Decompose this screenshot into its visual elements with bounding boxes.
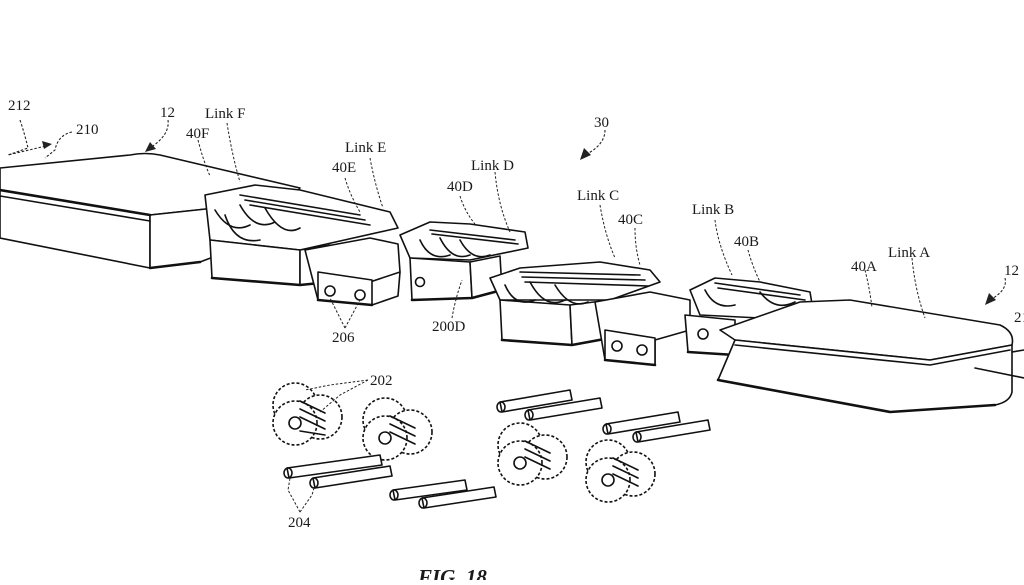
leader-lines (7, 119, 1006, 513)
label-link-f: Link F (205, 106, 245, 122)
label-12-right: 12 (1004, 263, 1019, 279)
label-202: 202 (370, 373, 393, 389)
figure-title: FIG. 18 (417, 565, 487, 580)
label-link-d: Link D (471, 158, 514, 174)
label-30: 30 (594, 115, 609, 131)
link-d-blocks (399, 221, 529, 302)
label-212: 212 (8, 98, 31, 114)
label-40a: 40A (851, 259, 877, 275)
pin-pair-4 (602, 411, 711, 443)
label-12-left: 12 (160, 105, 175, 121)
gear-pair-2 (362, 397, 433, 461)
gears (272, 382, 656, 503)
label-204: 204 (288, 515, 311, 531)
label-link-b: Link B (692, 202, 734, 218)
pin-pair-3 (496, 389, 603, 421)
link-f-e-blocks (204, 184, 401, 307)
gear-pair-1 (272, 382, 343, 446)
label-200d: 200D (432, 319, 466, 335)
pins (283, 389, 711, 509)
link-b-blocks (684, 277, 813, 357)
link-c-blocks (489, 261, 691, 367)
pin-pair-1 (283, 454, 393, 489)
label-40e: 40E (332, 160, 356, 176)
right-band-slab (716, 299, 1024, 414)
label-206: 206 (332, 330, 355, 346)
label-210: 210 (76, 122, 99, 138)
pin-pair-2 (389, 479, 497, 509)
gear-pair-3 (497, 422, 568, 486)
label-21-partial: 21 (1014, 310, 1024, 326)
label-40f: 40F (186, 126, 209, 142)
label-40c: 40C (618, 212, 643, 228)
label-link-e: Link E (345, 140, 386, 156)
label-40b: 40B (734, 234, 759, 250)
gear-pair-4 (585, 439, 656, 503)
label-link-a: Link A (888, 245, 930, 261)
label-link-c: Link C (577, 188, 619, 204)
label-40d: 40D (447, 179, 473, 195)
